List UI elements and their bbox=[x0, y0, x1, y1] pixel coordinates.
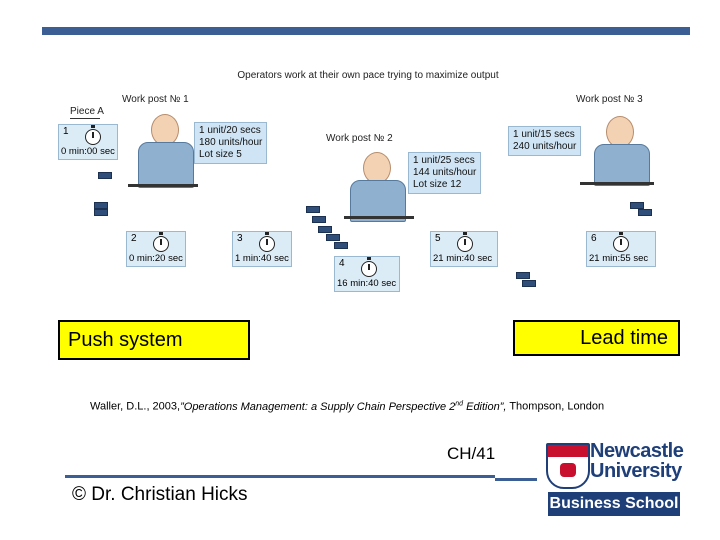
work-post-3-spec: 1 unit/15 secs 240 units/hour bbox=[508, 126, 582, 156]
work-post-1-desk bbox=[128, 184, 198, 187]
timer-value: 21 min:40 sec bbox=[433, 253, 493, 264]
spec-throughput: 144 units/hour bbox=[413, 167, 477, 178]
timer-value: 0 min:00 sec bbox=[61, 146, 115, 157]
work-post-3-label: Work post № 3 bbox=[576, 94, 643, 105]
timer-number: 1 bbox=[63, 126, 69, 137]
top-accent-bar bbox=[42, 27, 690, 35]
bottom-accent-line bbox=[65, 475, 495, 478]
timer-value: 21 min:55 sec bbox=[589, 253, 649, 264]
stopwatch-icon bbox=[85, 125, 101, 145]
lot-block bbox=[334, 242, 348, 249]
timer-5: 5 21 min:40 sec bbox=[430, 231, 498, 267]
timer-value: 16 min:40 sec bbox=[337, 278, 397, 289]
stopwatch-icon bbox=[361, 257, 377, 277]
spec-throughput: 180 units/hour bbox=[199, 137, 263, 148]
bottom-accent-line-step bbox=[495, 478, 537, 481]
lot-block bbox=[326, 234, 340, 241]
logo-line-1: Newcastle bbox=[590, 440, 684, 462]
work-post-1-label: Work post № 1 bbox=[122, 94, 189, 105]
citation-author: Waller, D.L., 2003, bbox=[90, 400, 181, 413]
spec-rate: 1 unit/25 secs bbox=[413, 155, 475, 166]
lot-block bbox=[306, 206, 320, 213]
timer-number: 4 bbox=[339, 258, 345, 269]
timer-value: 0 min:20 sec bbox=[129, 253, 183, 264]
operator-1-head bbox=[151, 114, 179, 146]
stopwatch-icon bbox=[457, 232, 473, 252]
stopwatch-icon bbox=[259, 232, 275, 252]
logo-line-2: University bbox=[590, 460, 682, 482]
lead-time-label-box: Lead time bbox=[513, 320, 680, 356]
timer-number: 2 bbox=[131, 233, 137, 244]
author-credit: © Dr. Christian Hicks bbox=[72, 484, 248, 505]
lot-block bbox=[630, 202, 644, 209]
crest-band bbox=[548, 445, 588, 457]
push-system-label: Push system bbox=[68, 328, 183, 351]
slide-code: CH/41 bbox=[447, 444, 496, 463]
timer-4: 4 16 min:40 sec bbox=[334, 256, 400, 292]
timer-3: 3 1 min:40 sec bbox=[232, 231, 292, 267]
logo-business-school: Business School bbox=[548, 492, 680, 516]
timer-1: 1 0 min:00 sec bbox=[58, 124, 118, 160]
timer-number: 3 bbox=[237, 233, 243, 244]
lot-block bbox=[522, 280, 536, 287]
lot-block bbox=[638, 209, 652, 216]
figure-caption: Operators work at their own pace trying … bbox=[237, 70, 499, 81]
citation-title-edition: Edition”, bbox=[463, 400, 507, 413]
piece-label: Piece A bbox=[70, 106, 104, 117]
operator-1-body bbox=[138, 142, 194, 188]
university-crest-icon bbox=[546, 443, 590, 489]
operator-2-body bbox=[350, 180, 406, 222]
crest-lion-icon bbox=[560, 463, 576, 477]
spec-rate: 1 unit/15 secs bbox=[513, 129, 575, 140]
piece-pointer bbox=[70, 118, 100, 119]
stopwatch-icon bbox=[153, 232, 169, 252]
citation-title: ”Operations Management: a Supply Chain P… bbox=[180, 400, 507, 413]
lot-block bbox=[98, 172, 112, 179]
citation: Waller, D.L., 2003,”Operations Managemen… bbox=[90, 400, 690, 413]
lot-block bbox=[94, 209, 108, 216]
operator-3-body bbox=[594, 144, 650, 186]
citation-title-sup: nd bbox=[455, 400, 464, 407]
lot-block bbox=[516, 272, 530, 279]
newcastle-university-logo: Newcastle University Business School bbox=[546, 440, 684, 518]
lot-block bbox=[318, 226, 332, 233]
timer-number: 6 bbox=[591, 233, 597, 244]
operator-3-head bbox=[606, 116, 634, 148]
spec-lot-size: Lot size 5 bbox=[199, 149, 242, 160]
citation-title-text: ”Operations Management: a Supply Chain P… bbox=[180, 400, 456, 413]
spec-rate: 1 unit/20 secs bbox=[199, 125, 261, 136]
timer-value: 1 min:40 sec bbox=[235, 253, 289, 264]
lead-time-label: Lead time bbox=[580, 326, 668, 349]
push-system-label-box: Push system bbox=[58, 320, 250, 360]
spec-throughput: 240 units/hour bbox=[513, 141, 577, 152]
work-post-2-label: Work post № 2 bbox=[326, 133, 393, 144]
lot-block bbox=[94, 202, 108, 209]
stopwatch-icon bbox=[613, 232, 629, 252]
operator-2-head bbox=[363, 152, 391, 184]
spec-lot-size: Lot size 12 bbox=[413, 179, 462, 190]
timer-number: 5 bbox=[435, 233, 441, 244]
work-post-2-spec: 1 unit/25 secs 144 units/hour Lot size 1… bbox=[408, 152, 482, 194]
lot-block bbox=[312, 216, 326, 223]
timer-2: 2 0 min:20 sec bbox=[126, 231, 186, 267]
work-post-1-spec: 1 unit/20 secs 180 units/hour Lot size 5 bbox=[194, 122, 268, 164]
work-post-3-desk bbox=[580, 182, 654, 185]
timer-6: 6 21 min:55 sec bbox=[586, 231, 656, 267]
citation-publisher: Thompson, London bbox=[506, 400, 605, 413]
work-post-2-desk bbox=[344, 216, 414, 219]
push-system-figure: Operators work at their own pace trying … bbox=[58, 66, 658, 296]
